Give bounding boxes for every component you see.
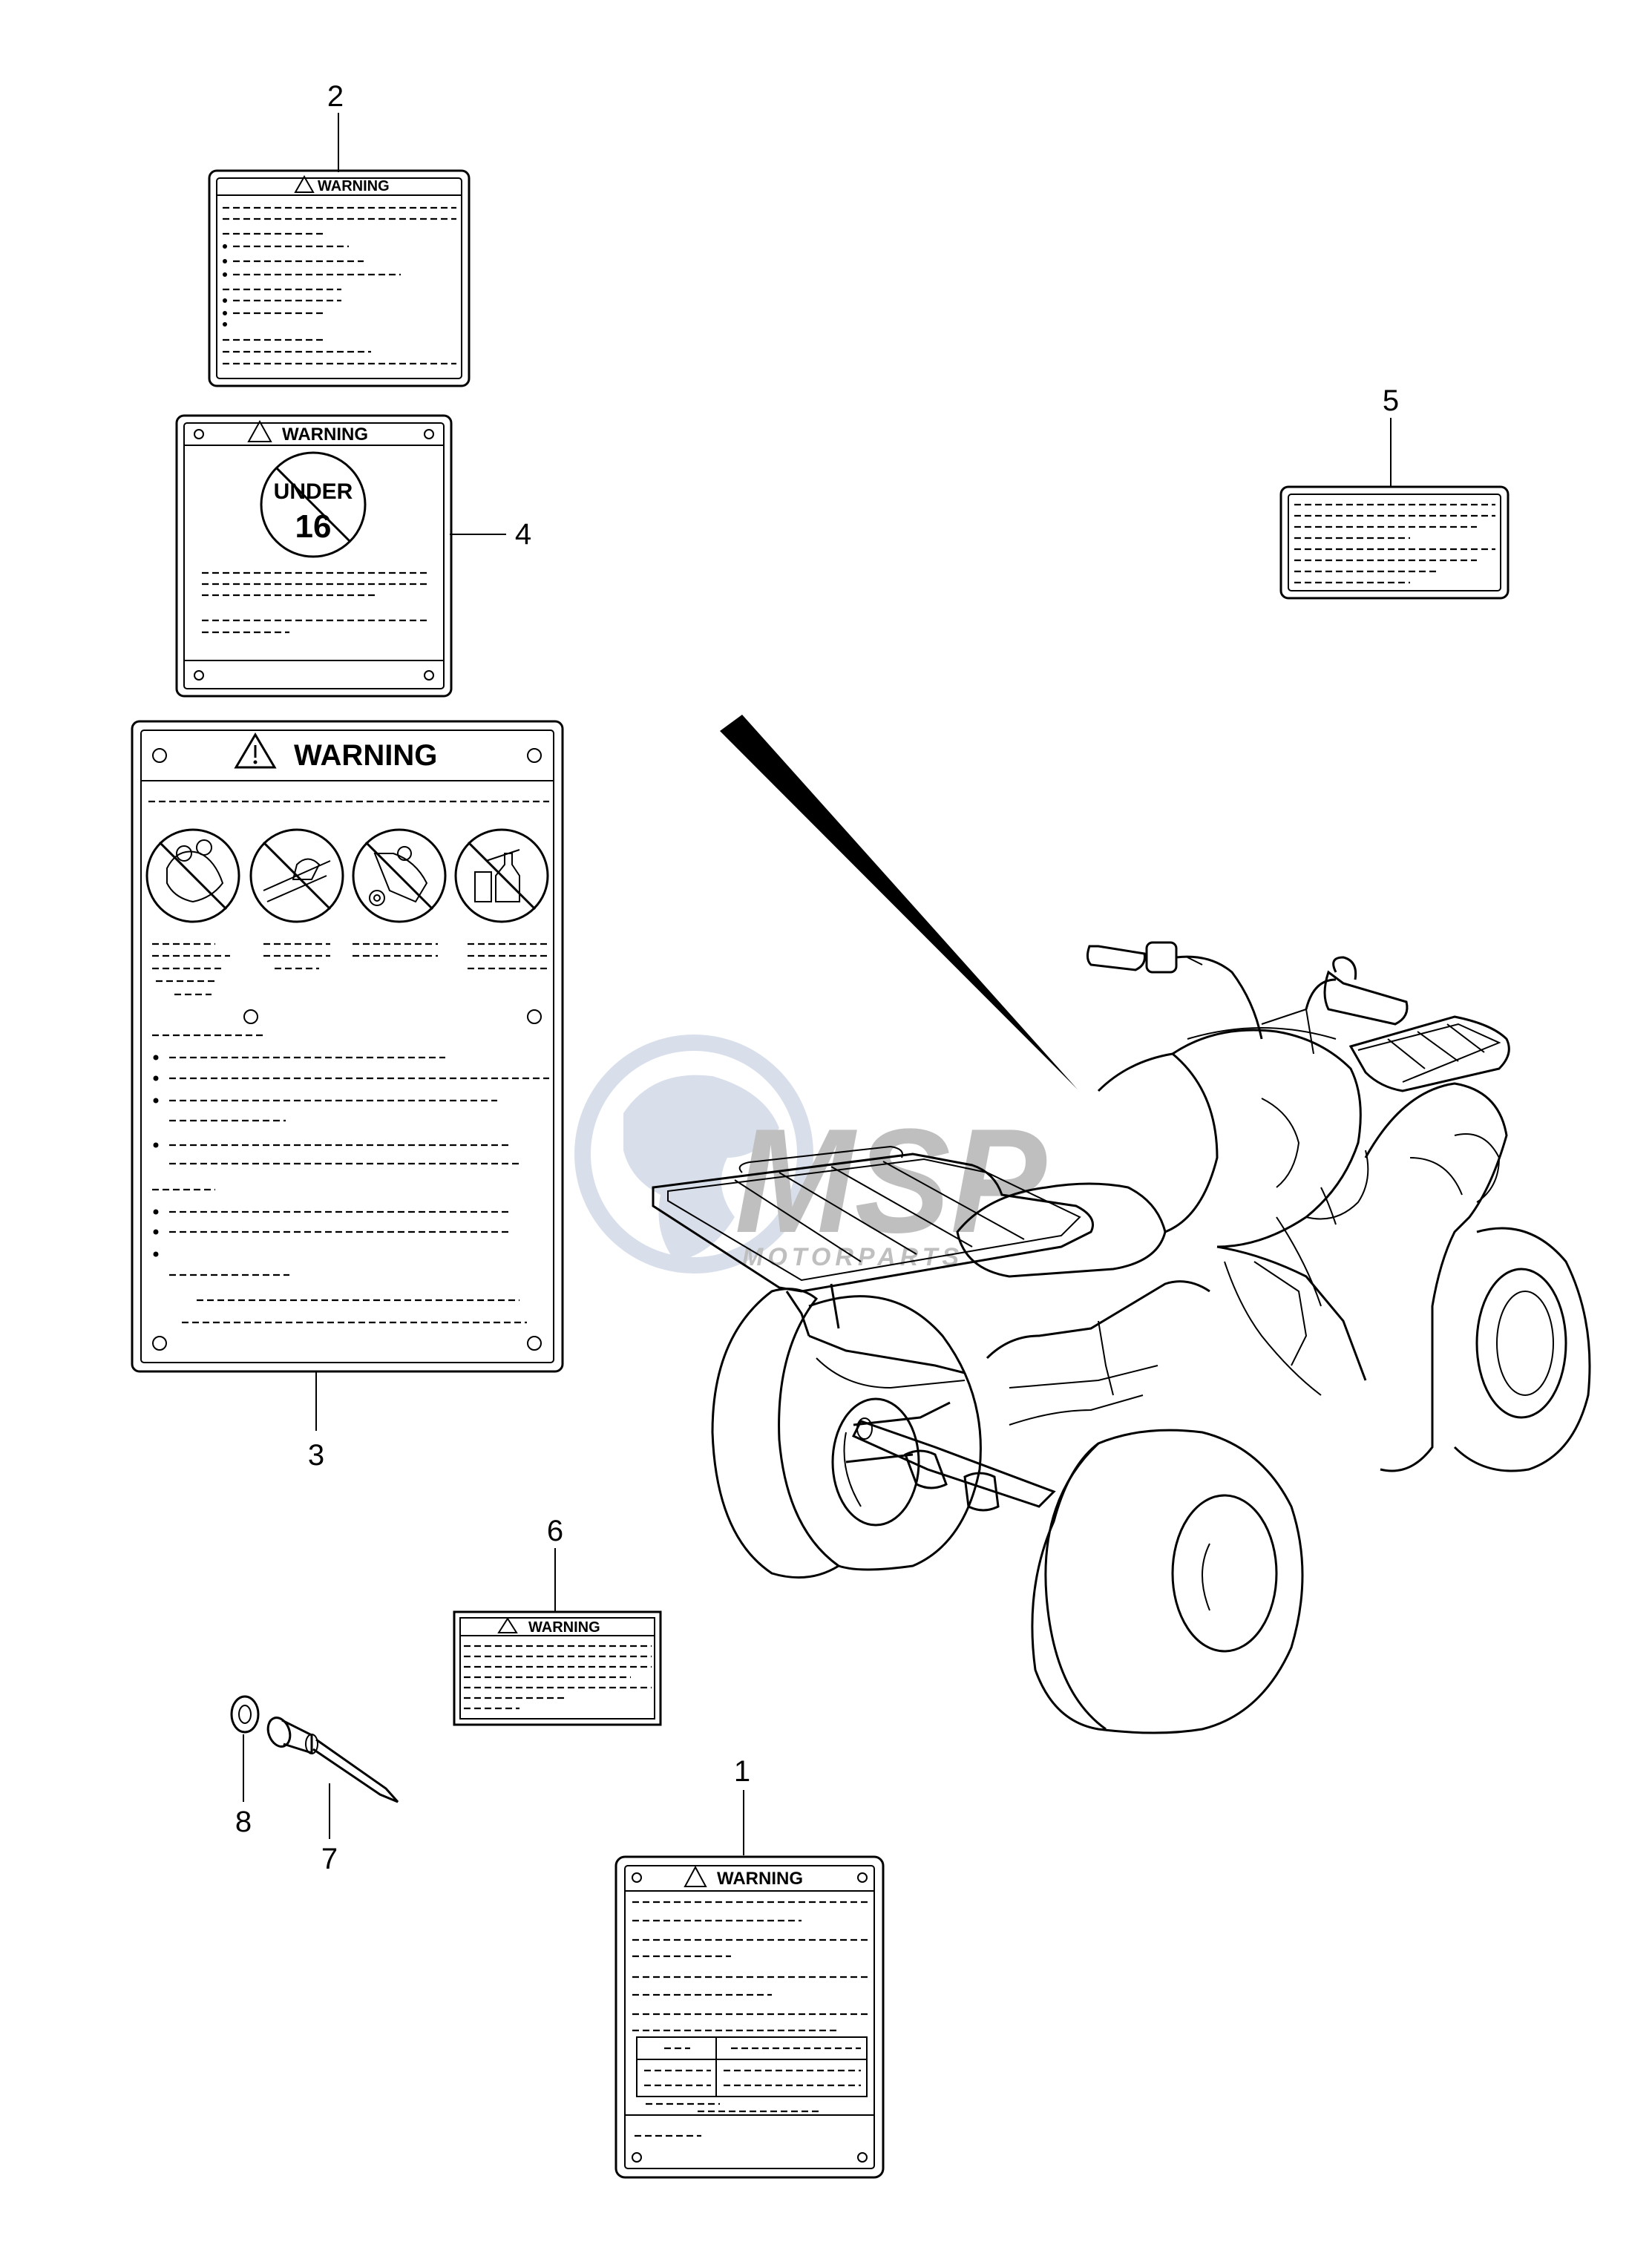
callout-6: 6 [547, 1515, 563, 1547]
rear-rack [652, 1145, 1094, 1337]
watermark-logo: MSP MOTORPARTS [574, 1035, 1047, 1273]
screw-hole-icon [194, 429, 204, 439]
no-alcohol-drugs-icon [454, 828, 549, 923]
warning-label-2: WARNING [208, 169, 471, 387]
front-left-wheel [711, 1288, 841, 1579]
rivet-part [266, 1717, 399, 1803]
warning-triangle-icon [684, 1865, 707, 1887]
screw-hole-icon [527, 1009, 542, 1024]
callout-7: 7 [321, 1843, 338, 1875]
warning-label-6: WARNING [453, 1610, 662, 1726]
warning-triangle-icon [234, 732, 277, 769]
callouts: 2 4 5 3 6 1 8 7 [235, 80, 1399, 1875]
rear-right-wheel [1031, 1429, 1304, 1734]
fuel-tank [1172, 1029, 1362, 1248]
no-paved-road-icon [249, 828, 344, 923]
warning-triangle-icon [497, 1617, 518, 1633]
globe-icon [574, 1035, 813, 1273]
label-6-heading: WARNING [528, 1619, 600, 1636]
callout-4: 4 [515, 518, 531, 551]
rear-axle [851, 1420, 1056, 1508]
screw-hole-icon [632, 2152, 642, 2163]
screw-hole-icon [424, 670, 434, 681]
washer-part [230, 1695, 260, 1734]
label-5 [1279, 485, 1510, 600]
front-fender [1364, 1082, 1508, 1472]
warning-label-3: WARNING [131, 720, 564, 1373]
screw-hole-icon [424, 429, 434, 439]
callout-1: 1 [734, 1755, 750, 1788]
age-sign-number: 16 [295, 508, 332, 545]
label-3-heading: WARNING [294, 739, 437, 772]
atv-illustration [652, 941, 1591, 1734]
screw-hole-icon [857, 1872, 868, 1883]
no-under-16-icon: UNDER 16 [260, 451, 367, 558]
warning-triangle-icon [294, 174, 315, 193]
no-passenger-icon [145, 828, 240, 923]
label-4-heading: WARNING [282, 424, 368, 445]
pointer-wedge [720, 715, 1078, 1089]
screw-hole-icon [152, 1336, 167, 1351]
screw-hole-icon [857, 2152, 868, 2163]
warning-label-4: WARNING UNDER 16 [175, 414, 453, 698]
screw-hole-icon [527, 1336, 542, 1351]
age-sign-top: UNDER [274, 479, 353, 504]
label-1-heading: WARNING [717, 1869, 803, 1889]
callout-3: 3 [308, 1439, 324, 1472]
screw-hole-icon [527, 748, 542, 763]
label-2-heading: WARNING [318, 178, 390, 194]
screw-hole-icon [243, 1009, 258, 1024]
callout-2: 2 [327, 80, 344, 113]
globe-continent-icon [623, 1075, 779, 1262]
screw-hole-icon [632, 1872, 642, 1883]
warning-triangle-icon [247, 419, 272, 442]
label-1-table [636, 2036, 868, 2097]
callout-5: 5 [1383, 384, 1399, 417]
handlebars [1086, 941, 1409, 1055]
screw-hole-icon [152, 748, 167, 763]
screw-hole-icon [194, 670, 204, 681]
warning-label-1: WARNING [614, 1855, 885, 2179]
callout-8: 8 [235, 1806, 252, 1838]
no-wheelie-icon [352, 828, 447, 923]
front-rack [1348, 1015, 1510, 1092]
front-right-wheel [1453, 1227, 1591, 1472]
